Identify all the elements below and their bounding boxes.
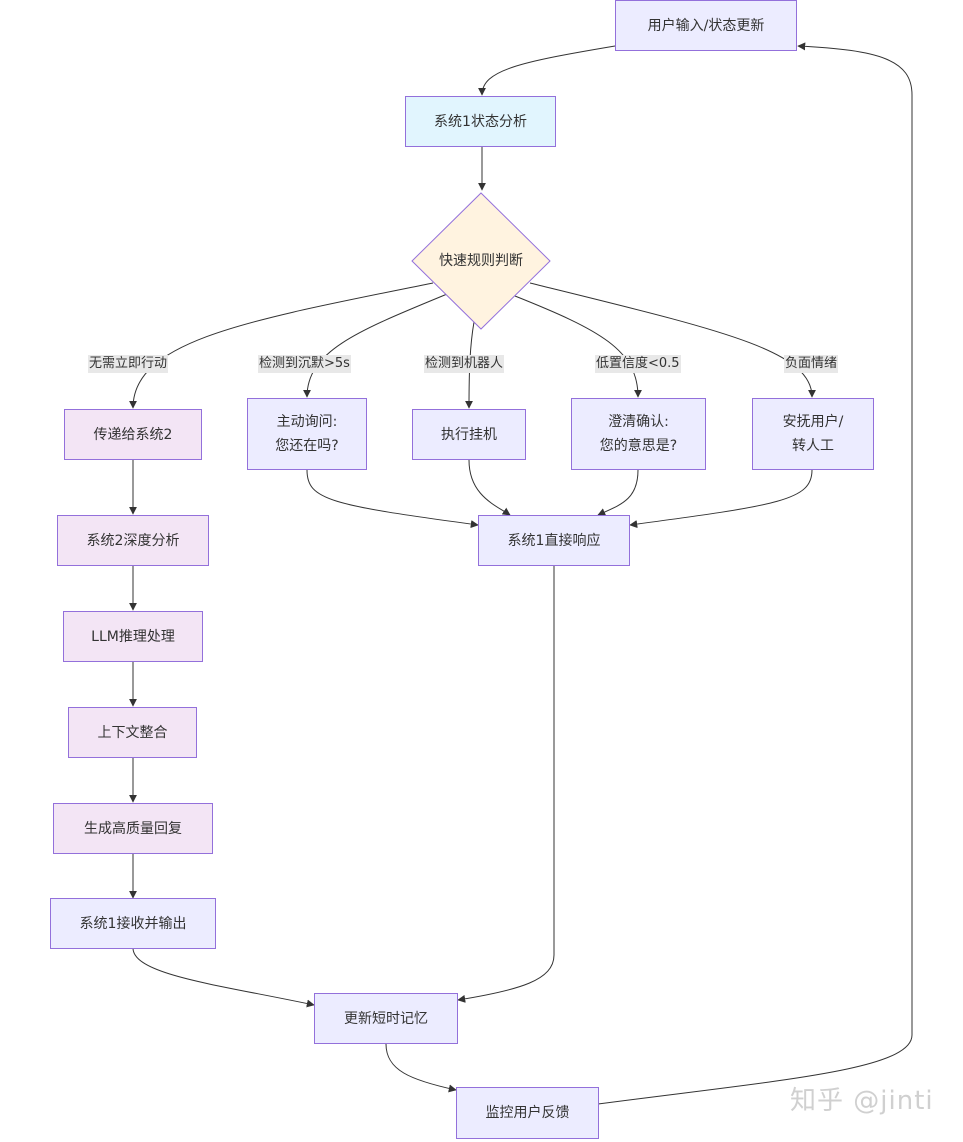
- node-label-line2: 您还在吗?: [275, 438, 339, 454]
- edge-input-to-analysis: [478, 45, 616, 96]
- node-sys1-direct: 系统1直接响应: [478, 515, 630, 566]
- node-sys2-deep: 系统2深度分析: [57, 515, 209, 566]
- node-label: 系统1直接响应: [507, 532, 601, 549]
- node-label: 系统1接收并输出: [79, 915, 187, 932]
- edge-hangup-to-direct: [468, 459, 511, 516]
- node-label-line2: 您的意思是?: [599, 438, 678, 454]
- node-update-memory: 更新短时记忆: [314, 993, 458, 1044]
- node-sys1-analysis: 系统1状态分析: [405, 96, 556, 147]
- edge-proactive-to-direct: [306, 469, 479, 528]
- node-label-line1: 主动询问:: [276, 414, 338, 430]
- node-label: 传递给系统2: [93, 426, 173, 443]
- node-label: LLM推理处理: [91, 628, 175, 645]
- node-label: 生成高质量回复: [84, 820, 182, 837]
- node-hangup: 执行挂机: [412, 409, 526, 460]
- node-label: 系统2深度分析: [86, 532, 180, 549]
- edge-rule-to-proactive: [303, 291, 453, 398]
- node-label: 系统1状态分析: [434, 113, 527, 130]
- edge-rule-to-comfort: [529, 282, 816, 398]
- node-label: 用户输入/状态更新: [647, 17, 765, 34]
- node-llm: LLM推理处理: [63, 611, 203, 662]
- edge-label-low-confidence: 低置信度<0.5: [595, 355, 681, 373]
- node-pass-sys2: 传递给系统2: [64, 409, 202, 460]
- edge-rule-to-clarify: [514, 295, 642, 398]
- node-label-line1: 安抚用户/: [782, 414, 844, 430]
- node-proactive-ask: 主动询问: 您还在吗?: [247, 398, 367, 470]
- node-clarify: 澄清确认: 您的意思是?: [571, 398, 706, 470]
- node-comfort: 安抚用户/ 转人工: [752, 398, 874, 470]
- watermark: 知乎 @jinti: [790, 1086, 934, 1116]
- edge-memory-to-monitor: [385, 1043, 457, 1093]
- node-user-input: 用户输入/状态更新: [615, 0, 797, 51]
- node-label-line2: 转人工: [792, 438, 834, 454]
- node-label: 监控用户反馈: [485, 1105, 570, 1121]
- edge-label-robot: 检测到机器人: [424, 355, 505, 373]
- node-quick-rule-label: 快速规则判断: [439, 253, 523, 269]
- node-context: 上下文整合: [68, 707, 197, 758]
- node-label: 上下文整合: [97, 724, 168, 741]
- node-label: 执行挂机: [441, 426, 497, 443]
- edge-clarify-to-direct: [597, 469, 639, 516]
- edge-direct-to-memory: [457, 566, 555, 1003]
- rule-diamond: [411, 192, 551, 330]
- edge-monitor-to-input: [597, 42, 913, 1105]
- node-sys1-receive: 系统1接收并输出: [50, 898, 216, 949]
- edge-rule-to-pass: [129, 282, 434, 409]
- edge-comfort-to-direct: [629, 469, 813, 529]
- node-label-line1: 澄清确认:: [608, 414, 669, 430]
- node-monitor-feedback: 监控用户反馈: [456, 1087, 599, 1139]
- node-gen-reply: 生成高质量回复: [53, 803, 213, 854]
- edge-receive-to-memory: [132, 947, 315, 1008]
- edge-label-negative: 负面情绪: [784, 355, 839, 373]
- edge-label-silence: 检测到沉默>5s: [258, 355, 351, 373]
- edge-label-no-action: 无需立即行动: [88, 355, 169, 373]
- node-label: 更新短时记忆: [344, 1010, 428, 1027]
